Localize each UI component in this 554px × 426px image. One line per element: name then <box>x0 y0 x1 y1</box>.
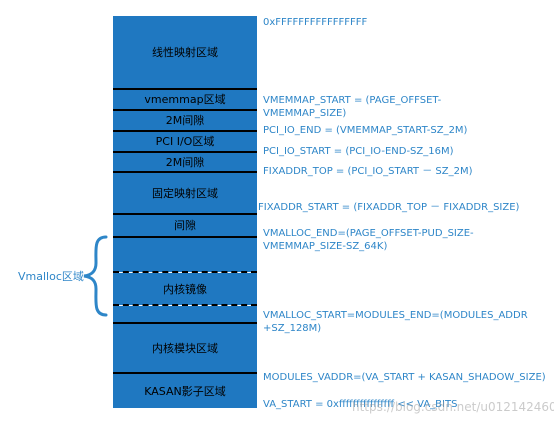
addr-line: VA_START = 0xffffffffffffffff << VA_BITS <box>263 399 458 410</box>
watermark: https://blog.csdn.net/u012142460 <box>352 400 554 414</box>
block-gap-2m-lower: 2M间隙 <box>113 153 257 171</box>
block-gap-2m-upper: 2M间隙 <box>113 111 257 130</box>
divider <box>113 372 257 374</box>
block-vmemmap: vmemmap区域 <box>113 90 257 109</box>
block-label: 内核模块区域 <box>152 341 218 355</box>
block-kernel-image: 内核镜像 <box>113 273 257 305</box>
block-vmalloc-upper <box>113 238 257 272</box>
addr-vmemmap-start: VMEMMAP_START = (PAGE_OFFSET- VMEMMAP_SI… <box>263 94 551 120</box>
addr-line: +SZ_128M) <box>263 323 322 334</box>
block-label: 2M间隙 <box>165 155 205 169</box>
addr-line: FIXADDR_START = (FIXADDR_TOP － FIXADDR_S… <box>258 202 520 213</box>
block-pci-io: PCI I/O区域 <box>113 132 257 151</box>
block-gap: 间隙 <box>113 215 257 236</box>
vmalloc-region-label: Vmalloc区域 <box>18 270 84 283</box>
block-modules: 内核模块区域 <box>113 324 257 372</box>
divider <box>113 171 257 173</box>
addr-line: VMALLOC_START=MODULES_END=(MODULES_ADDR <box>263 310 528 321</box>
divider <box>113 88 257 90</box>
block-label: KASAN影子区域 <box>144 384 226 398</box>
divider <box>113 236 257 238</box>
addr-line: VMEMMAP_SIZE) <box>263 108 347 119</box>
addr-vmalloc-start: VMALLOC_START=MODULES_END=(MODULES_ADDR … <box>263 309 551 335</box>
addr-pci-io-start: PCI_IO_START = (PCI_IO-END-SZ_16M) <box>263 145 551 158</box>
block-label: PCI I/O区域 <box>155 135 215 148</box>
block-label: vmemmap区域 <box>144 93 226 106</box>
addr-fixaddr-start: FIXADDR_START = (FIXADDR_TOP － FIXADDR_S… <box>258 201 546 214</box>
addr-line: PCI_IO_END = (VMEMMAP_START-SZ_2M) <box>263 125 468 136</box>
block-label: 内核镜像 <box>163 282 207 296</box>
block-vmalloc-lower <box>113 306 257 322</box>
block-fixmap: 固定映射区域 <box>113 173 257 213</box>
addr-modules-vaddr: MODULES_VADDR=(VA_START + KASAN_SHADOW_S… <box>263 371 551 384</box>
curly-brace-icon <box>83 235 108 317</box>
addr-fixaddr-top: FIXADDR_TOP = (PCI_IO_START － SZ_2M) <box>263 165 551 178</box>
divider <box>113 109 257 111</box>
addr-line: PCI_IO_START = (PCI_IO-END-SZ_16M) <box>263 146 454 157</box>
addr-line: VMALLOC_END=(PAGE_OFFSET-PUD_SIZE- <box>263 228 474 239</box>
addr-top: 0xFFFFFFFFFFFFFFFF <box>263 16 551 29</box>
addr-line: VMEMMAP_START = (PAGE_OFFSET- <box>263 95 442 106</box>
block-label: 线性映射区域 <box>152 45 218 59</box>
divider <box>113 322 257 324</box>
dashed-divider <box>113 304 257 306</box>
divider <box>113 151 257 153</box>
addr-line: VMEMMAP_SIZE-SZ_64K) <box>263 241 388 252</box>
addr-line: MODULES_VADDR=(VA_START + KASAN_SHADOW_S… <box>263 372 546 383</box>
dashed-divider <box>113 271 257 273</box>
divider <box>113 213 257 215</box>
addr-va-start: VA_START = 0xffffffffffffffff << VA_BITS <box>263 398 551 411</box>
block-label: 间隙 <box>174 219 196 232</box>
addr-vmalloc-end: VMALLOC_END=(PAGE_OFFSET-PUD_SIZE- VMEMM… <box>263 227 551 253</box>
block-linear-mapping: 线性映射区域 <box>113 16 257 88</box>
block-kasan-shadow: KASAN影子区域 <box>113 374 257 408</box>
addr-pci-io-end: PCI_IO_END = (VMEMMAP_START-SZ_2M) <box>263 124 551 137</box>
block-label: 固定映射区域 <box>152 186 218 200</box>
divider <box>113 130 257 132</box>
addr-line: 0xFFFFFFFFFFFFFFFF <box>263 17 368 28</box>
block-label: 2M间隙 <box>165 114 205 127</box>
addr-line: FIXADDR_TOP = (PCI_IO_START － SZ_2M) <box>263 166 473 177</box>
